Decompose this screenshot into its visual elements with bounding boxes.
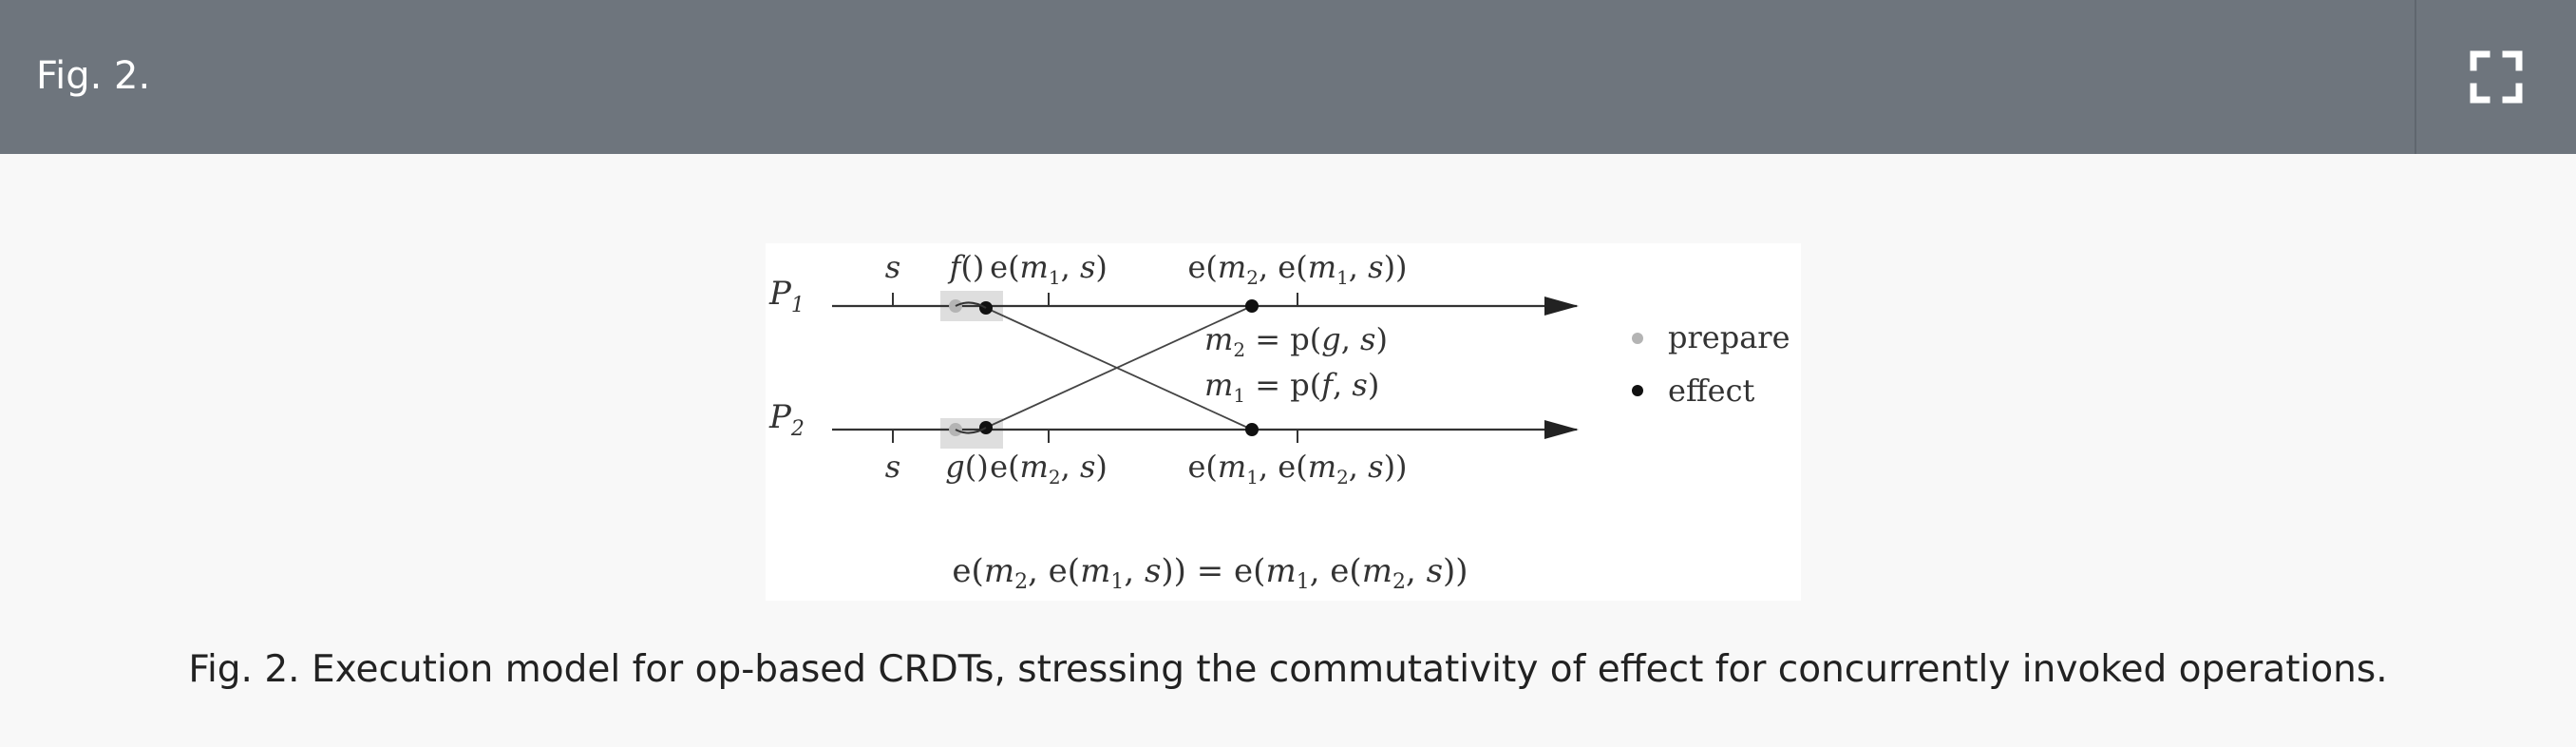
execution-model-diagram: P1 P2 s f() e(m1, s) e(m2, e(m1, s)) s g… [766, 243, 1801, 601]
caption-label: Fig. 2. [188, 648, 300, 691]
figure-header: Fig. 2. [0, 0, 2576, 154]
process-label-p1: P1 [768, 275, 805, 317]
p1-label-s: s [885, 249, 900, 285]
fullscreen-icon [2470, 50, 2523, 104]
message-m1 [985, 307, 1253, 431]
effect-dot-m2-on-p1 [1245, 299, 1259, 313]
p2-label-e-m2-s: e(m2, s) [990, 449, 1108, 488]
p1-label-e-m1-s: e(m1, s) [990, 249, 1108, 289]
message-label-m1: m1 = p(f, s) [1204, 367, 1379, 407]
fullscreen-button[interactable] [2416, 0, 2576, 154]
p2-label-s: s [885, 449, 900, 485]
message-m2 [985, 305, 1253, 429]
commutativity-equation: e(m2, e(m1, s)) = e(m1, e(m2, s)) [952, 552, 1468, 594]
caption-text: Execution model for op-based CRDTs, stre… [299, 648, 2388, 691]
process-label-p2: P2 [768, 398, 805, 441]
legend-effect-marker [1632, 385, 1643, 396]
figure-title: Fig. 2. [36, 54, 151, 98]
figure-caption: Fig. 2. Execution model for op-based CRD… [0, 641, 2576, 699]
message-label-m2: m2 = p(g, s) [1204, 321, 1388, 361]
legend-effect-label: effect [1668, 373, 1755, 409]
p2-label-e-m1-e-m2-s: e(m1, e(m2, s)) [1187, 449, 1407, 488]
p1-label-f: f() [948, 249, 985, 285]
p2-label-g: g() [945, 449, 988, 485]
legend-prepare-label: prepare [1668, 319, 1790, 355]
p1-label-e-m2-e-m1-s: e(m2, e(m1, s)) [1187, 249, 1407, 289]
header-divider [2415, 0, 2416, 154]
effect-dot-m1-on-p2 [1245, 423, 1259, 436]
legend-prepare-marker [1632, 333, 1643, 344]
